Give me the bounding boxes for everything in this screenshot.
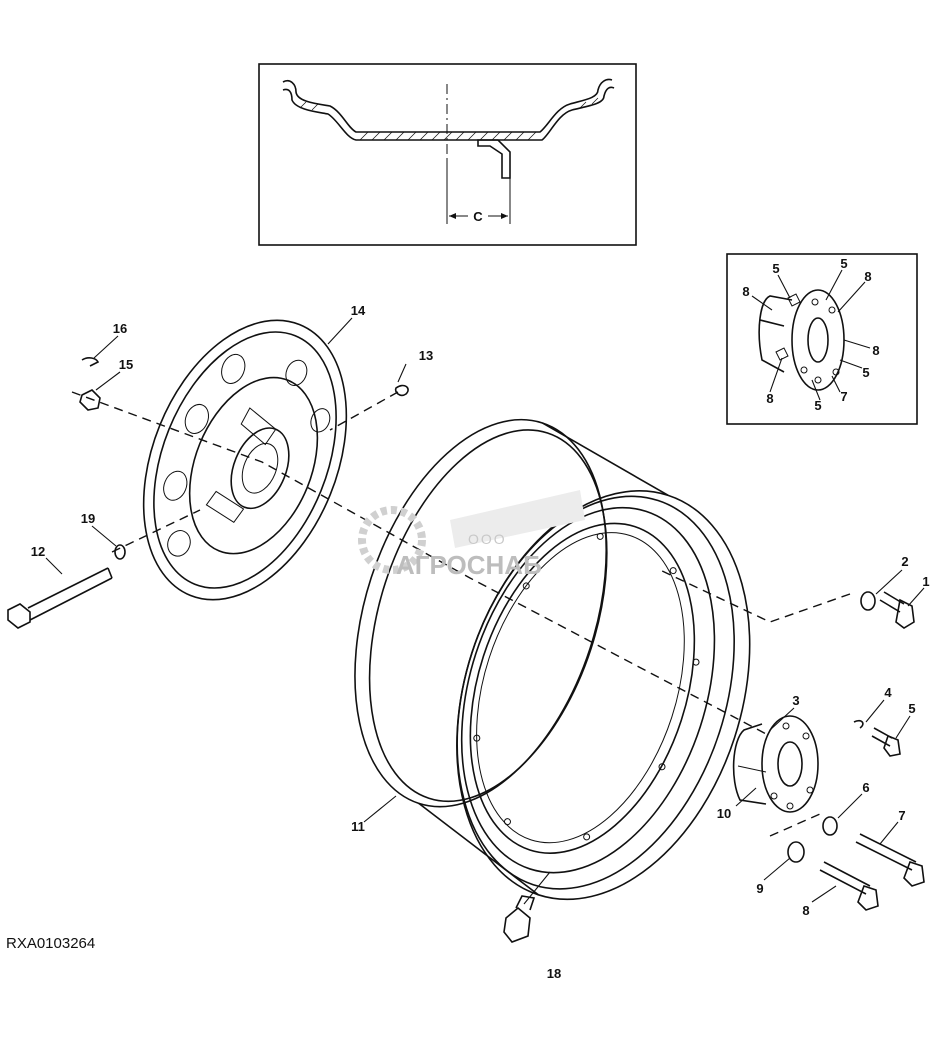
watermark-small: ООО — [468, 531, 507, 547]
hub-adapter — [732, 715, 819, 813]
inset-callout: 8 — [742, 284, 749, 299]
adapter-detail-inset: 5 5 8 8 8 5 8 5 7 — [726, 253, 918, 425]
inset-callout: 8 — [872, 343, 879, 358]
fasteners — [7, 357, 925, 943]
callout-18: 18 — [547, 966, 561, 981]
inset-callout: 5 — [814, 398, 821, 413]
callout-7: 7 — [898, 808, 905, 823]
leader-lines — [45, 317, 925, 905]
inset-callout: 8 — [766, 391, 773, 406]
watermark-large: АГРОСНАБ — [396, 550, 542, 580]
watermark: ООО АГРОСНАБ — [358, 490, 585, 580]
wheel-rim — [354, 418, 751, 901]
callout-6: 6 — [862, 780, 869, 795]
rim-section-inset: C — [258, 63, 637, 246]
callout-9: 9 — [756, 881, 763, 896]
callout-19: 19 — [81, 511, 95, 526]
callout-15: 15 — [119, 357, 133, 372]
callout-16: 16 — [113, 321, 127, 336]
callout-3: 3 — [792, 693, 799, 708]
callout-10: 10 — [717, 806, 731, 821]
dimension-c-label: C — [473, 209, 483, 224]
callout-labels: 1 2 3 4 5 6 7 8 9 10 11 12 13 14 15 16 1… — [31, 303, 930, 981]
callout-14: 14 — [351, 303, 366, 318]
callout-2: 2 — [901, 554, 908, 569]
callout-8: 8 — [802, 903, 809, 918]
callout-12: 12 — [31, 544, 45, 559]
inset-callout: 5 — [772, 261, 779, 276]
wheel-disc — [142, 319, 348, 601]
callout-5: 5 — [908, 701, 915, 716]
callout-1: 1 — [922, 574, 929, 589]
inset-callout: 7 — [840, 389, 847, 404]
inset-callout: 8 — [864, 269, 871, 284]
callout-4: 4 — [884, 685, 892, 700]
inset-callout: 5 — [862, 365, 869, 380]
callout-13: 13 — [419, 348, 433, 363]
callout-11: 11 — [351, 819, 365, 834]
inset-callout: 5 — [840, 256, 847, 271]
figure-code: RXA0103264 — [6, 935, 95, 952]
